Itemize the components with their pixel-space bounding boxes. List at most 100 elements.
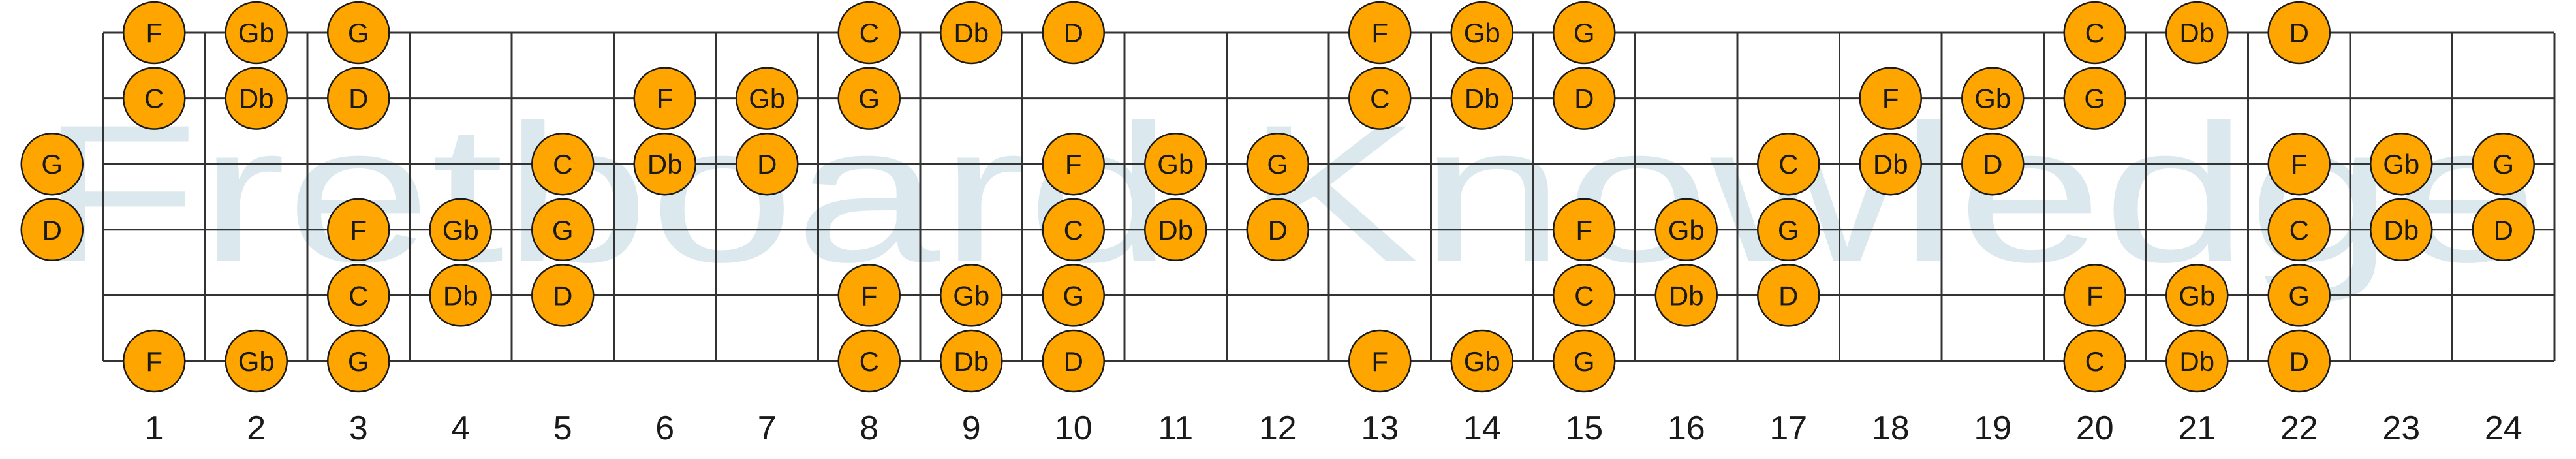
note-marker: Db bbox=[940, 329, 1003, 393]
note-circle bbox=[736, 67, 799, 130]
fret-number: 12 bbox=[1259, 409, 1297, 447]
note-marker: F bbox=[327, 198, 390, 262]
note-circle bbox=[2267, 264, 2331, 327]
note-marker: G bbox=[2267, 264, 2331, 327]
note-marker: F bbox=[123, 329, 186, 393]
note-circle bbox=[1450, 1, 1513, 65]
note-label: C bbox=[144, 84, 164, 114]
note-circle bbox=[736, 132, 799, 196]
note-marker: D bbox=[2267, 1, 2331, 65]
note-circle bbox=[123, 1, 186, 65]
note-marker: C bbox=[837, 329, 901, 393]
note-circle bbox=[1757, 132, 1820, 196]
note-marker: Gb bbox=[1144, 132, 1207, 196]
note-circle bbox=[1144, 198, 1207, 262]
note-label: F bbox=[2291, 149, 2308, 180]
note-label: Gb bbox=[238, 18, 275, 48]
note-label: C bbox=[1574, 280, 1594, 311]
note-circle bbox=[2063, 1, 2126, 65]
note-label: F bbox=[146, 18, 163, 48]
note-circle bbox=[1757, 198, 1820, 262]
note-circle bbox=[1553, 67, 1616, 130]
note-marker: C bbox=[531, 132, 595, 196]
fret-number: 15 bbox=[1565, 409, 1603, 447]
note-marker: C bbox=[2063, 329, 2126, 393]
note-marker: C bbox=[2063, 1, 2126, 65]
note-circle bbox=[2472, 198, 2535, 262]
note-label: F bbox=[1575, 215, 1592, 245]
note-marker: D bbox=[327, 67, 390, 130]
note-circle bbox=[1042, 1, 1105, 65]
note-marker: C bbox=[1042, 198, 1105, 262]
note-marker: Gb bbox=[940, 264, 1003, 327]
note-label: D bbox=[1983, 149, 2002, 180]
note-label: Gb bbox=[442, 215, 479, 245]
note-circle bbox=[327, 264, 390, 327]
note-circle bbox=[2267, 132, 2331, 196]
note-label: Db bbox=[647, 149, 683, 180]
note-label: C bbox=[1370, 84, 1389, 114]
note-circle bbox=[123, 329, 186, 393]
note-label: D bbox=[2289, 346, 2309, 377]
note-label: Db bbox=[2383, 215, 2419, 245]
note-label: Db bbox=[1158, 215, 1193, 245]
note-circle bbox=[2063, 264, 2126, 327]
note-label: D bbox=[1064, 346, 1083, 377]
note-marker: G bbox=[1246, 132, 1309, 196]
note-marker: D bbox=[531, 264, 595, 327]
fret-number: 22 bbox=[2280, 409, 2318, 447]
note-circle bbox=[1553, 198, 1616, 262]
note-marker: G bbox=[531, 198, 595, 262]
note-marker: Gb bbox=[736, 67, 799, 130]
note-label: G bbox=[2084, 84, 2105, 114]
note-label: D bbox=[1268, 215, 1288, 245]
note-label: Db bbox=[443, 280, 478, 311]
note-marker: D bbox=[2472, 198, 2535, 262]
note-circle bbox=[633, 67, 696, 130]
fret-number: 3 bbox=[349, 409, 368, 447]
note-circle bbox=[225, 329, 288, 393]
note-label: C bbox=[860, 346, 879, 377]
fret-number: 11 bbox=[1158, 409, 1193, 447]
note-circle bbox=[327, 329, 390, 393]
note-marker: Gb bbox=[225, 1, 288, 65]
note-label: G bbox=[348, 18, 369, 48]
note-label: F bbox=[146, 346, 163, 377]
note-marker: Db bbox=[2370, 198, 2433, 262]
fret-number: 20 bbox=[2076, 409, 2114, 447]
note-circle bbox=[837, 1, 901, 65]
fret-number: 10 bbox=[1055, 409, 1093, 447]
note-circle bbox=[1042, 329, 1105, 393]
note-label: F bbox=[1065, 149, 1082, 180]
note-label: Gb bbox=[2179, 280, 2215, 311]
note-label: D bbox=[1064, 18, 1083, 48]
note-label: Gb bbox=[1157, 149, 1194, 180]
note-circle bbox=[1654, 264, 1718, 327]
note-label: G bbox=[1063, 280, 1084, 311]
note-label: F bbox=[1371, 18, 1388, 48]
note-label: C bbox=[1778, 149, 1798, 180]
note-circle bbox=[123, 67, 186, 130]
note-circle bbox=[2472, 132, 2535, 196]
note-marker: D bbox=[1961, 132, 2025, 196]
note-circle bbox=[2063, 329, 2126, 393]
note-circle bbox=[327, 67, 390, 130]
note-label: D bbox=[1778, 280, 1798, 311]
note-marker: F bbox=[2267, 132, 2331, 196]
note-label: Db bbox=[954, 346, 989, 377]
note-circle bbox=[1450, 329, 1513, 393]
note-circle bbox=[940, 264, 1003, 327]
fret-number: 21 bbox=[2178, 409, 2216, 447]
note-label: Gb bbox=[1668, 215, 1705, 245]
note-marker: G bbox=[20, 132, 84, 196]
note-circle bbox=[633, 132, 696, 196]
note-label: G bbox=[858, 84, 880, 114]
note-circle bbox=[2267, 1, 2331, 65]
note-circle bbox=[531, 132, 595, 196]
note-circle bbox=[429, 264, 492, 327]
note-label: G bbox=[41, 149, 63, 180]
note-label: G bbox=[2288, 280, 2310, 311]
note-marker: C bbox=[1757, 132, 1820, 196]
